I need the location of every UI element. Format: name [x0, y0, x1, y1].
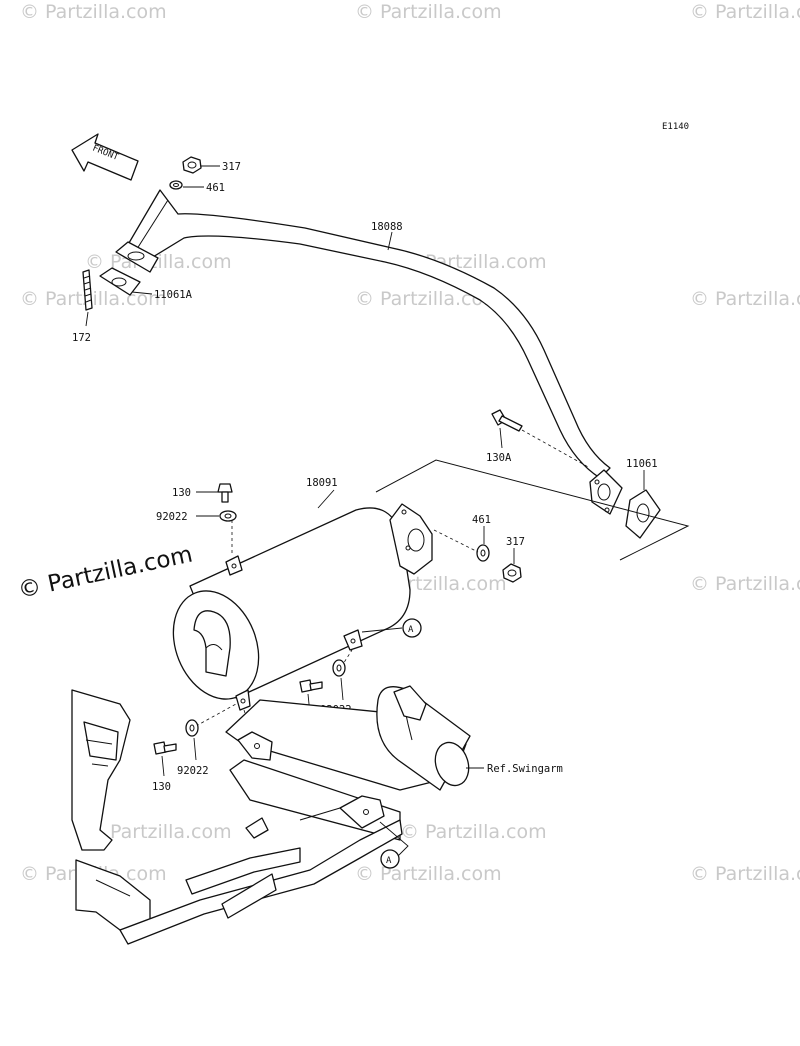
watermark-text: © Partzilla.com [690, 863, 800, 885]
callout-92022-top: 92022 [156, 511, 188, 523]
washer-92022-left [185, 719, 199, 761]
callout-18088: 18088 [371, 221, 403, 233]
watermark-text: © Partzilla.com [355, 288, 502, 310]
washer-461-top [169, 180, 204, 190]
ref-a-lower-circle [380, 849, 400, 869]
washer-92022-right [332, 659, 346, 701]
bolt-130-right [299, 679, 323, 715]
watermark-text: © Partzilla.com [690, 288, 800, 310]
callout-92022-left: 92022 [177, 765, 209, 777]
nut-317-top [182, 156, 220, 174]
stud-172 [82, 269, 93, 327]
watermark-text: © Partzilla.com [85, 251, 232, 273]
watermark-text: © Partzilla.com [400, 821, 547, 843]
watermark-text: © Partzilla.com [355, 863, 502, 885]
ref-a-upper: A [408, 625, 414, 635]
callout-317-top: 317 [222, 161, 241, 173]
ref-a-lower: A [386, 856, 392, 866]
muffler-18091 [172, 489, 433, 741]
callout-172: 172 [72, 332, 91, 344]
watermark-text: © Partzilla.com [85, 821, 232, 843]
watermark-main: © Partzilla.com [16, 542, 195, 604]
callout-461-top: 461 [206, 182, 225, 194]
washer-461-mid [433, 526, 490, 562]
callout-130-top: 130 [172, 487, 191, 499]
gasket-11061A [99, 267, 153, 296]
assembly-outline [375, 459, 690, 561]
callout-130A: 130A [486, 452, 512, 464]
callout-18091: 18091 [306, 477, 338, 489]
watermark-text: © Partzilla.com [690, 573, 800, 595]
watermark-text: © Partzilla.com [690, 1, 800, 23]
callout-130-left: 130 [152, 781, 171, 793]
watermark-text: © Partzilla.com [355, 1, 502, 23]
nut-317-mid [502, 548, 522, 583]
ref-a-upper-circle [402, 618, 422, 638]
exhaust-pipe-18088 [115, 189, 623, 515]
callout-317-mid: 317 [506, 536, 525, 548]
callout-11061A: 11061A [154, 289, 193, 301]
frame-swingarm [71, 685, 471, 945]
bolt-130-top [196, 483, 233, 503]
callout-11061: 11061 [626, 458, 658, 470]
bolt-130A [491, 409, 591, 469]
diagram-code: E1140 [662, 122, 689, 132]
gasket-11061 [625, 470, 661, 539]
watermark-text: © Partzilla.com [20, 1, 167, 23]
callout-461-mid: 461 [472, 514, 491, 526]
watermark-text: © Partzilla.com [20, 288, 167, 310]
bolt-130-left [153, 741, 177, 777]
ref-swingarm-label: Ref.Swingarm [487, 763, 563, 775]
washer-92022-top [196, 510, 237, 522]
front-arrow-icon: FRONT [71, 133, 139, 181]
